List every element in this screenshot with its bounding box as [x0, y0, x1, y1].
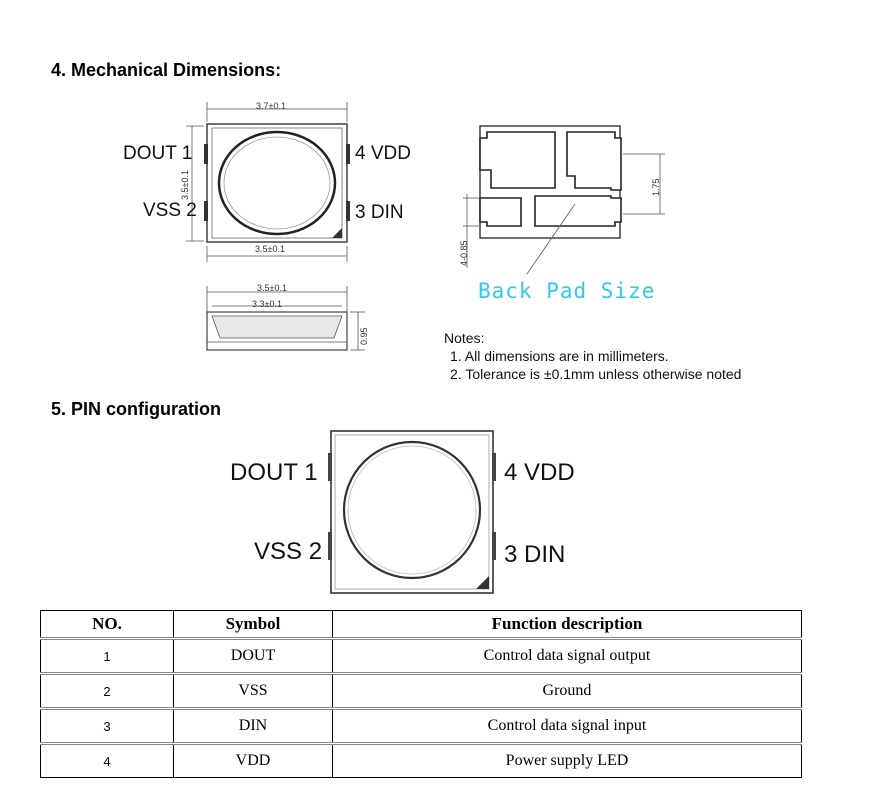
cell-function: Power supply LED: [332, 743, 802, 778]
pin-config-label-vdd: 4 VDD: [504, 459, 575, 486]
section-heading-mechanical: 4. Mechanical Dimensions:: [51, 60, 282, 80]
header-function: Function description: [332, 610, 802, 640]
note-item-1: 1. All dimensions are in millimeters.: [450, 348, 669, 364]
side-view-drawing: [200, 282, 380, 354]
cell-function: Control data signal input: [332, 708, 802, 745]
cell-function: Ground: [332, 673, 802, 710]
dim-bottom-width: 3.5±0.1: [255, 244, 285, 254]
pin-config-drawing: [325, 428, 500, 598]
pin-config-label-vss: VSS 2: [254, 538, 323, 565]
dim-side-outer: 3.5±0.1: [257, 283, 287, 293]
dim-height: 3.5±0.1: [180, 170, 190, 200]
top-view-label-din: 3 DIN: [355, 202, 404, 223]
cell-symbol: VDD: [173, 743, 333, 778]
table-row: 3 DIN Control data signal input: [40, 708, 802, 745]
table-row: 1 DOUT Control data signal output: [40, 638, 802, 675]
top-view-outline: [186, 102, 350, 262]
section-heading-pin-config: 5. PIN configuration: [51, 399, 222, 419]
top-view-label-vss: VSS 2: [143, 200, 197, 221]
cell-no: 2: [40, 673, 174, 710]
pin-config-label-dout: DOUT 1: [230, 459, 318, 486]
top-view-label-dout: DOUT 1: [123, 143, 193, 164]
cell-function: Control data signal output: [332, 638, 802, 675]
cell-symbol: DOUT: [173, 638, 333, 675]
pin-table-header-row: NO. Symbol Function description: [40, 610, 802, 640]
side-view-outline: [206, 286, 365, 351]
header-symbol: Symbol: [173, 610, 333, 640]
table-row: 4 VDD Power supply LED: [40, 743, 802, 778]
cell-symbol: VSS: [173, 673, 333, 710]
dim-pad-height: 1.75: [651, 178, 661, 196]
cell-no: 4: [40, 743, 174, 778]
header-no: NO.: [40, 610, 174, 640]
table-row: 2 VSS Ground: [40, 673, 802, 710]
back-pad-size-label: Back Pad Size: [478, 279, 656, 303]
note-item-2: 2. Tolerance is ±0.1mm unless otherwise …: [450, 366, 742, 382]
pin-config-outline: [328, 430, 496, 594]
pin-config-label-din: 3 DIN: [504, 541, 566, 568]
top-view-drawing: [120, 96, 440, 266]
notes-block: Notes: 1. All dimensions are in millimet…: [444, 329, 741, 383]
top-view-label-vdd: 4 VDD: [355, 143, 411, 164]
dim-side-thickness: 0.95: [359, 327, 369, 345]
dim-side-inner: 3.3±0.1: [252, 299, 282, 309]
dim-top-width: 3.7±0.1: [256, 101, 286, 111]
cell-symbol: DIN: [173, 708, 333, 745]
dim-pad-gap: 4-0.85: [459, 240, 469, 266]
back-pad-drawing: [455, 118, 675, 278]
back-pad-outline: [463, 125, 665, 275]
pin-table: NO. Symbol Function description 1 DOUT C…: [40, 610, 802, 778]
cell-no: 3: [40, 708, 174, 745]
cell-no: 1: [40, 638, 174, 675]
notes-title: Notes:: [444, 330, 485, 346]
